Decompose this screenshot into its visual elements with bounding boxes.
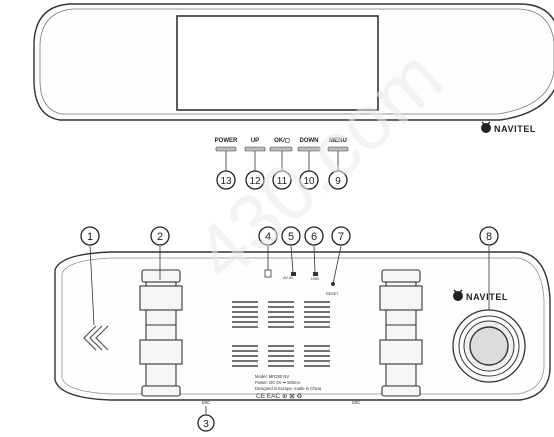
reset-label: RESET [326,292,339,296]
down-button-label: DOWN [300,138,319,144]
callout-11-number: 11 [277,176,288,187]
front-callouts: 13 12 11 10 9 [216,170,348,190]
vent-lower-left [232,345,258,367]
callout-10-number: 10 [303,176,315,187]
callout-8: 8 [479,226,499,246]
usb-label: USB [311,277,319,281]
front-navitel-logo: NAVITEL [481,121,536,134]
back-callouts: 1 2 3 4 5 6 7 8 [80,226,499,432]
callout-12-number: 12 [249,176,261,187]
spec-line-2: Power: DC 5V ⎓ 500mA [255,380,301,385]
callout-3: 3 [197,414,215,432]
menu-button-label: MENU [329,138,347,144]
svg-text:2: 2 [157,231,163,243]
svg-text:8: 8 [486,231,492,243]
power-button-label: POWER [215,138,238,144]
vent-lower-mid [268,345,294,367]
front-navitel-logo-text: NAVITEL [494,124,536,134]
back-view: Model: MR250 NV Power: DC 5V ⎓ 500mA Des… [54,226,551,432]
direction-arrows-icon [83,325,109,351]
back-leader-lines [89,245,490,414]
front-leader-lines [225,151,339,171]
callout-1: 1 [80,226,100,246]
front-view: NAVITEL POWER UP OK/◻ DOWN MENU [33,3,554,190]
callout-9-number: 9 [335,176,341,187]
callout-2: 2 [150,226,170,246]
usb-port[interactable]: USB [311,272,319,281]
navitel-logo-icon [481,121,491,133]
callout-10: 10 [299,170,319,190]
spec-label: Model: MR250 NV Power: DC 5V ⎓ 500mA Des… [255,374,322,391]
front-screen [176,15,379,111]
ok-button[interactable]: OK/◻ [269,138,293,152]
callout-12: 12 [245,170,265,190]
mic-label-left: MIC [202,400,211,405]
back-mirror-inner-edge [61,257,545,395]
mic-label-right: MIC [352,400,361,405]
callout-13-number: 13 [220,176,232,187]
rear-camera-lens [452,309,526,383]
callout-13: 13 [216,170,236,190]
callout-4: 4 [258,226,278,246]
svg-text:7: 7 [338,231,344,243]
ok-button-label: OK/◻ [274,138,290,144]
callout-5: 5 [281,226,301,246]
left-mount-clip[interactable] [139,269,183,397]
navitel-logo-icon [453,289,463,301]
spec-line-3: Designed in Europe, made in China [255,386,322,391]
callout-7: 7 [331,226,351,246]
vent-grille [232,301,330,367]
spec-line-1: Model: MR250 NV [255,374,289,379]
up-button[interactable]: UP [244,138,266,152]
front-mirror-inner-edge [39,8,554,115]
vent-upper-mid [268,301,294,328]
vent-upper-right [304,301,330,328]
av-in-port[interactable]: AV-IN [283,272,296,280]
certification-marks: CE EAC ⊕ ⊠ ♻ [256,393,303,400]
back-navitel-logo-text: NAVITEL [466,292,508,302]
right-mount-clip[interactable] [379,269,423,397]
vent-lower-right [304,345,330,367]
svg-text:1: 1 [87,231,93,243]
svg-text:4: 4 [265,231,271,243]
up-button-label: UP [251,138,259,144]
callout-6: 6 [304,226,324,246]
svg-text:3: 3 [203,419,209,430]
power-button[interactable]: POWER [215,138,238,152]
menu-button[interactable]: MENU [327,138,349,152]
back-navitel-logo: NAVITEL [453,289,508,302]
svg-text:6: 6 [311,231,317,243]
svg-text:5: 5 [288,231,294,243]
vent-upper-left [232,301,258,328]
callout-9: 9 [328,170,348,190]
av-in-label: AV-IN [283,276,293,280]
callout-11: 11 [272,170,292,190]
